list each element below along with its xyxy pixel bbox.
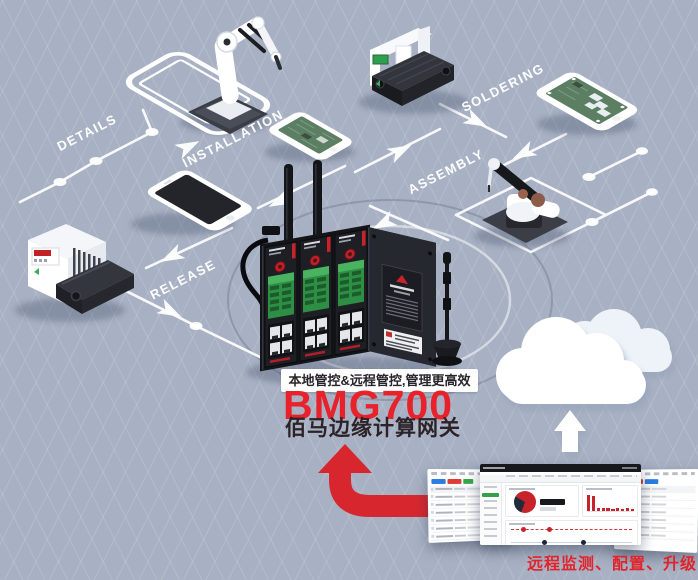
- magnetic-antenna: [432, 252, 462, 366]
- pie-legend: [540, 498, 565, 511]
- circuit-board-phone: [269, 112, 352, 160]
- gateway-module: [299, 234, 333, 362]
- gateway-module: [264, 241, 298, 369]
- upload-arrow-icon: [554, 410, 589, 456]
- product-tagline: 本地管控&远程管控,管理更高效: [281, 369, 478, 392]
- mini-bar-chart: [587, 493, 634, 512]
- dashboard-header: [480, 464, 641, 472]
- product-name: 佰马边缘计算网关: [285, 417, 461, 440]
- red-curved-arrow-icon: [318, 444, 433, 517]
- sidebar-active-item: [482, 492, 499, 497]
- cloud-icon: [496, 309, 676, 411]
- pie-chart-card: [505, 484, 579, 517]
- dashboard-tabs: [480, 474, 641, 483]
- path-nodes: [53, 128, 658, 330]
- bar-chart-card: [582, 484, 638, 517]
- smartphone-black: [147, 170, 252, 231]
- release-machine: [28, 224, 134, 314]
- line-chart-card: [505, 519, 638, 546]
- gateway-module: [334, 228, 368, 356]
- dashboard-sidebar: [480, 482, 502, 545]
- soldering-machine: [370, 26, 454, 106]
- gateway-front-panel: [260, 224, 370, 372]
- logo-placeholder: [483, 467, 505, 469]
- assembly-robot: [482, 158, 568, 243]
- mini-scatter-dark: [511, 537, 632, 546]
- dashboard-caption: 远程监测、配置、升级: [527, 556, 698, 573]
- gateway-side-panel: [368, 227, 436, 367]
- robotic-arm-installation: [188, 16, 282, 134]
- gateway-device: [240, 160, 462, 372]
- mini-pie-chart: [514, 490, 536, 513]
- user-menu-placeholder: [622, 467, 637, 469]
- circuit-board-phone-right: [536, 72, 638, 131]
- dashboard-panel-center: [480, 464, 641, 545]
- product-model: BMG700: [283, 382, 454, 428]
- mini-scatter-red: [511, 526, 632, 535]
